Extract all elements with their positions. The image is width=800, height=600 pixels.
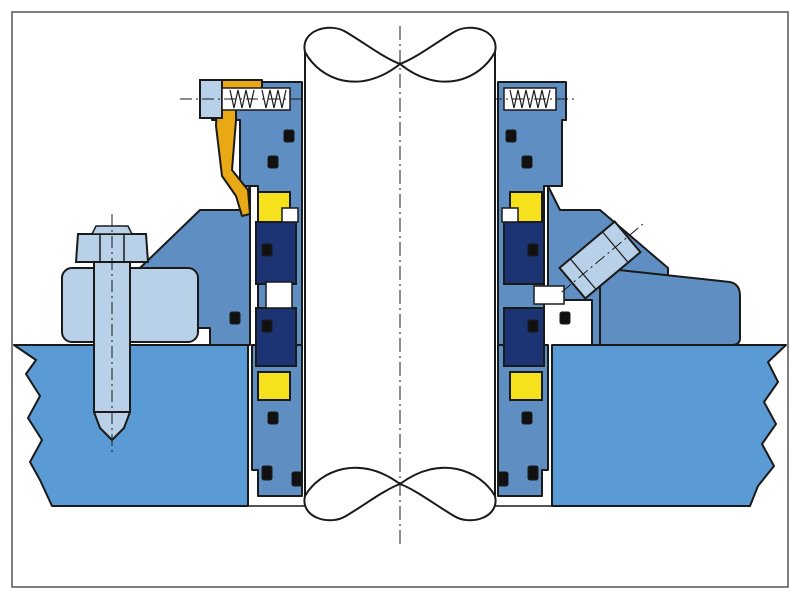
gland-right-lug <box>599 267 741 346</box>
seal-face-left-lower <box>255 307 297 367</box>
seal-face-right-lower <box>503 307 545 367</box>
mating-ring-left-lower <box>257 371 291 401</box>
frame-border <box>11 11 789 588</box>
mating-ring-right-lower <box>509 371 543 401</box>
stud-bolt <box>74 214 150 452</box>
bolt-tip <box>93 411 131 441</box>
o-rings <box>229 129 571 487</box>
flush-port <box>558 220 647 300</box>
shaft <box>303 26 497 546</box>
set-screw-right <box>490 87 578 111</box>
set-screw-left <box>180 79 312 119</box>
housing <box>13 344 787 507</box>
housing-right <box>551 344 787 507</box>
spacers <box>265 207 565 309</box>
